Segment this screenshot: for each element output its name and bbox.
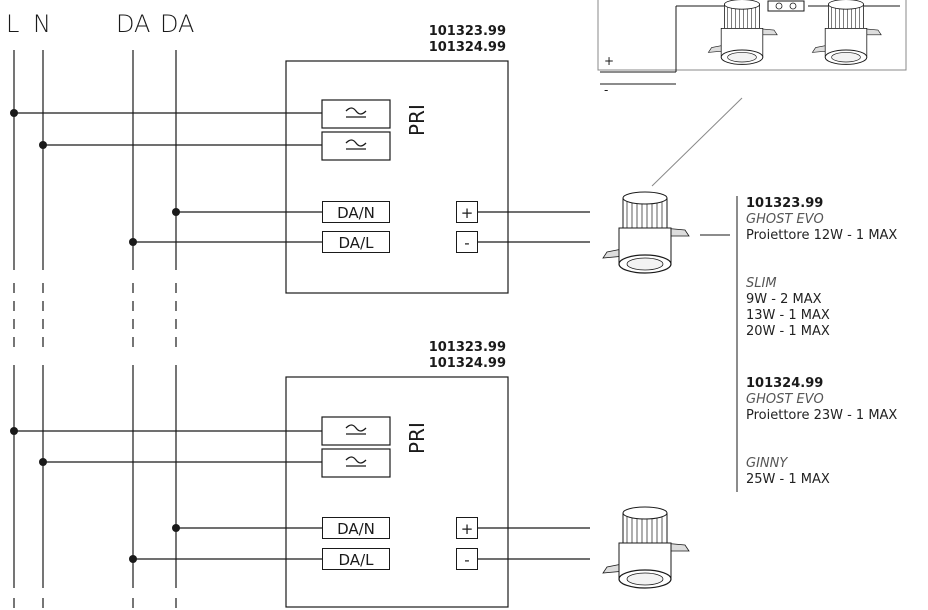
junction-dot: [39, 458, 47, 466]
spec-block-1: 101323.99 GHOST EVO Proiettore 12W - 1 M…: [746, 196, 897, 244]
bus-lines-dashed: [13, 283, 177, 610]
detail-minus: -: [604, 83, 609, 97]
spec-line: Proiettore 23W - 1 MAX: [746, 408, 898, 423]
spec-line: Proiettore 12W - 1 MAX: [746, 228, 898, 243]
bus-label-da-1: DA: [116, 10, 151, 38]
spec-block-3: 101324.99 GHOST EVO Proiettore 23W - 1 M…: [746, 376, 897, 424]
terminal-minus: -: [456, 231, 478, 253]
terminal-da-n: DA/N: [322, 201, 390, 223]
junction-dot: [172, 524, 180, 532]
terminal-minus: -: [456, 548, 478, 570]
spec-family: SLIM: [746, 276, 777, 291]
bus-lines: [13, 50, 177, 588]
spec-family: GHOST EVO: [746, 392, 824, 407]
spec-block-4: GINNY 25W - 1 MAX: [746, 456, 830, 488]
bus-label-da-2: DA: [160, 10, 195, 38]
driver-module-2: [10, 376, 590, 608]
spec-line: 13W - 1 MAX: [746, 308, 830, 323]
terminal-da-l: DA/L: [322, 231, 390, 253]
terminal-da-l: DA/L: [322, 548, 390, 570]
pri-label: PRI: [405, 104, 429, 136]
spec-line: 9W - 2 MAX: [746, 292, 822, 307]
detail-plus: +: [604, 54, 615, 68]
downlight-icon: [602, 191, 690, 274]
spec-family: GHOST EVO: [746, 212, 824, 227]
pri-label: PRI: [405, 422, 429, 454]
bus-label-n: N: [33, 10, 51, 38]
spec-block-2: SLIM 9W - 2 MAX 13W - 1 MAX 20W - 1 MAX: [746, 276, 830, 340]
terminal-plus: +: [456, 201, 478, 223]
junction-dot: [129, 238, 137, 246]
junction-dot: [10, 109, 18, 117]
module-code: 101324.99: [428, 40, 506, 55]
terminal-plus: +: [456, 517, 478, 539]
junction-dot: [10, 427, 18, 435]
junction-dot: [39, 141, 47, 149]
spec-code: 101324.99: [746, 376, 824, 391]
terminal-da-n: DA/N: [322, 517, 390, 539]
spec-code: 101323.99: [746, 196, 824, 211]
junction-dot: [172, 208, 180, 216]
detail-inset: [597, 0, 907, 187]
downlight-icon: [602, 506, 690, 589]
module-code: 101323.99: [428, 340, 506, 355]
bus-label-l: L: [6, 10, 20, 38]
connector-icon: [767, 0, 805, 12]
spec-line: 20W - 1 MAX: [746, 324, 830, 339]
module-code: 101323.99: [428, 24, 506, 39]
driver-module-1: [10, 60, 590, 294]
junction-dot: [129, 555, 137, 563]
spec-family: GINNY: [746, 456, 788, 471]
module-code: 101324.99: [428, 356, 506, 371]
spec-line: 25W - 1 MAX: [746, 472, 830, 487]
